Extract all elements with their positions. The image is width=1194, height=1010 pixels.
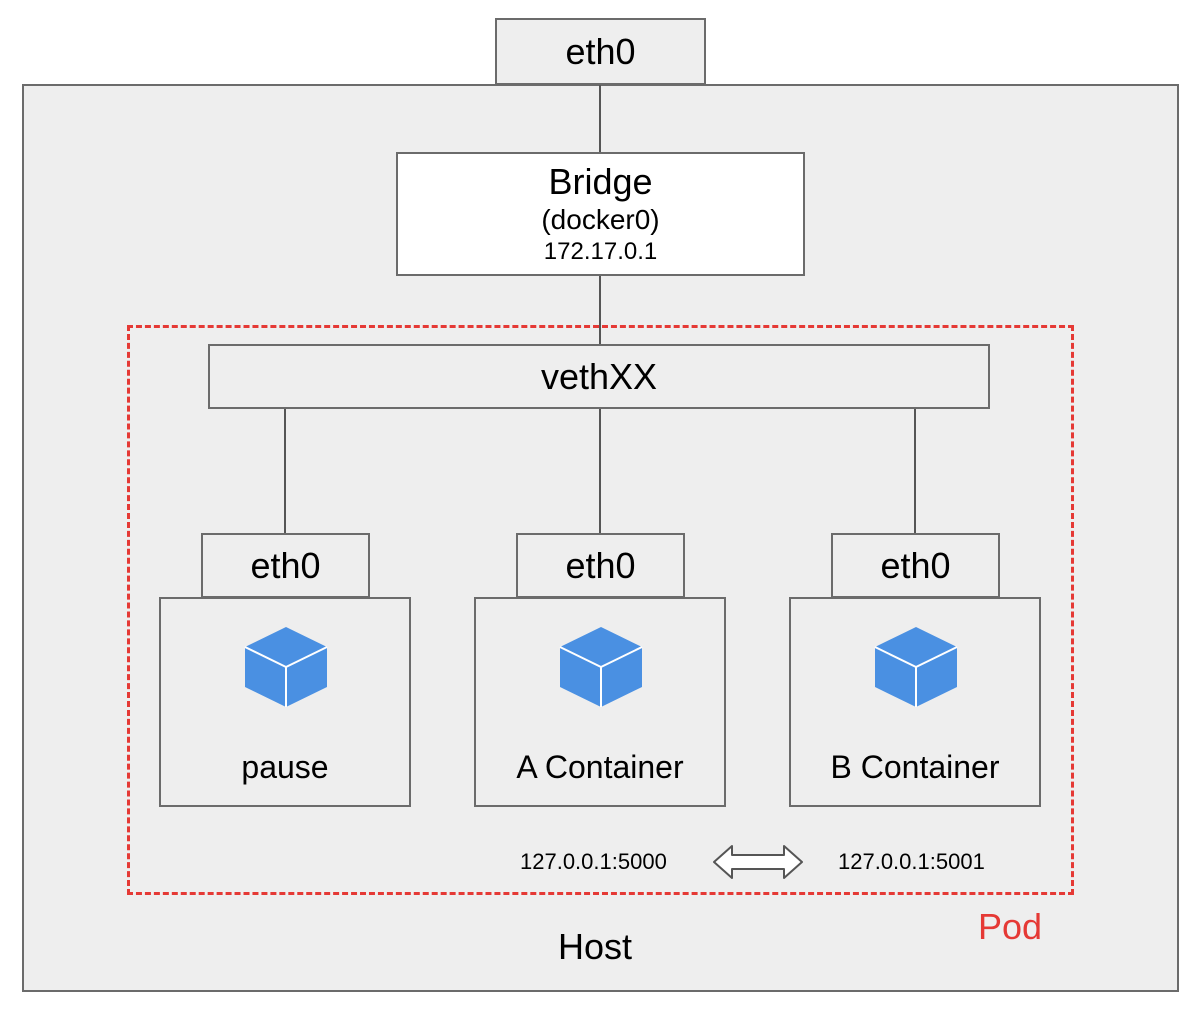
b-eth0-box: eth0 — [831, 533, 1000, 598]
pause-container: pause — [159, 597, 411, 807]
pause-eth0-label: eth0 — [250, 544, 321, 586]
pod-boundary — [127, 325, 1074, 895]
pod-label: Pod — [978, 906, 1043, 947]
a-container: A Container — [474, 597, 726, 807]
bridge-name: Bridge — [548, 161, 653, 202]
loopback-right-address: 127.0.0.1:5001 — [838, 849, 985, 874]
veth-label: vethXX — [540, 355, 658, 397]
wire-bridge-veth — [599, 276, 601, 344]
wire-veth-pause — [284, 409, 286, 533]
bridge-box: Bridge (docker0) 172.17.0.1 — [396, 152, 805, 276]
bridge-device: (docker0) — [541, 204, 660, 235]
wire-eth0-bridge — [599, 84, 601, 152]
a-container-label: A Container — [516, 749, 684, 785]
host-eth0-label: eth0 — [565, 30, 636, 72]
host-eth0-box: eth0 — [495, 18, 706, 85]
a-eth0-label: eth0 — [565, 544, 636, 586]
cube-icon — [874, 627, 958, 707]
cube-icon — [559, 627, 643, 707]
b-container: B Container — [789, 597, 1041, 807]
pause-eth0-box: eth0 — [201, 533, 370, 598]
cube-icon — [244, 627, 328, 707]
bridge-ip: 172.17.0.1 — [543, 238, 658, 265]
b-eth0-label: eth0 — [880, 544, 951, 586]
a-eth0-box: eth0 — [516, 533, 685, 598]
wire-veth-a — [599, 409, 601, 533]
host-label: Host — [558, 926, 633, 967]
loopback-left-address: 127.0.0.1:5000 — [520, 849, 667, 874]
wire-veth-b — [914, 409, 916, 533]
veth-box: vethXX — [208, 344, 990, 409]
pause-container-label: pause — [241, 749, 329, 785]
b-container-label: B Container — [830, 749, 1000, 785]
double-arrow-icon — [713, 845, 803, 879]
